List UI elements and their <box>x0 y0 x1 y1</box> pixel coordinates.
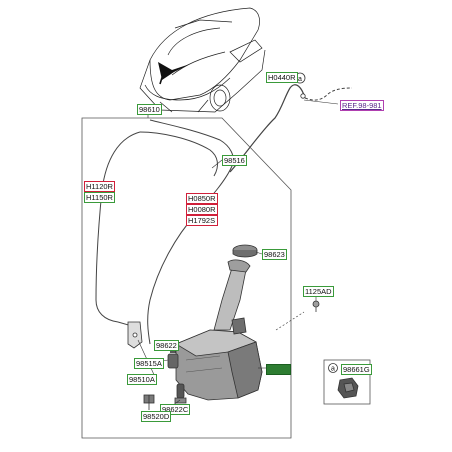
label-98520d: 98520D <box>141 411 172 422</box>
hose-clip-dot <box>300 93 306 99</box>
label-98620: 98620 <box>266 364 291 375</box>
label-h0080r: H0080R <box>186 204 218 215</box>
label-98515a: 98515A <box>134 358 164 369</box>
label-98610: 98610 <box>137 104 162 115</box>
label-98623: 98623 <box>262 249 287 260</box>
label-h1120r: H1120R <box>84 181 115 192</box>
label-h1792s: H1792S <box>186 215 218 226</box>
filler-neck <box>213 259 251 331</box>
label-98510a: 98510A <box>127 374 157 385</box>
assembly-frame <box>81 117 292 439</box>
vehicle-sketch <box>139 7 266 113</box>
label-h0440r: H0440R <box>266 72 298 83</box>
washer-reservoir <box>175 317 263 401</box>
inset-box: a <box>323 359 371 405</box>
label-h0850r: H0850R <box>186 193 218 204</box>
level-sensor-part <box>174 383 187 404</box>
inset-clip-part <box>337 377 359 399</box>
callout-circle-a-text: a <box>298 76 302 83</box>
label-98516: 98516 <box>222 155 247 166</box>
nozzle-hose <box>304 87 353 101</box>
inset-callout-text: a <box>331 366 335 373</box>
label-h1150r: H1150R <box>84 192 115 203</box>
label-ref-98-981[interactable]: REF.98-981 <box>340 100 384 111</box>
inset-callout-circle <box>328 363 338 373</box>
label-1125ad: 1125AD <box>303 286 334 297</box>
washer-hoses <box>95 119 234 345</box>
hood-nozzle-highlight <box>158 62 190 85</box>
left-clip-label-group: H1120R H1150R <box>84 181 115 203</box>
hood-hose <box>229 84 306 173</box>
small-connector <box>143 394 155 410</box>
bolt-part <box>312 300 320 312</box>
label-98661g: 98661G <box>341 364 372 375</box>
label-98622: 98622 <box>154 340 179 351</box>
label-98622c: 98622C <box>160 404 191 415</box>
reservoir-cap <box>232 244 258 258</box>
washer-pump <box>167 351 179 369</box>
mid-clip-label-group: H0850R H0080R H1792S <box>186 193 218 226</box>
